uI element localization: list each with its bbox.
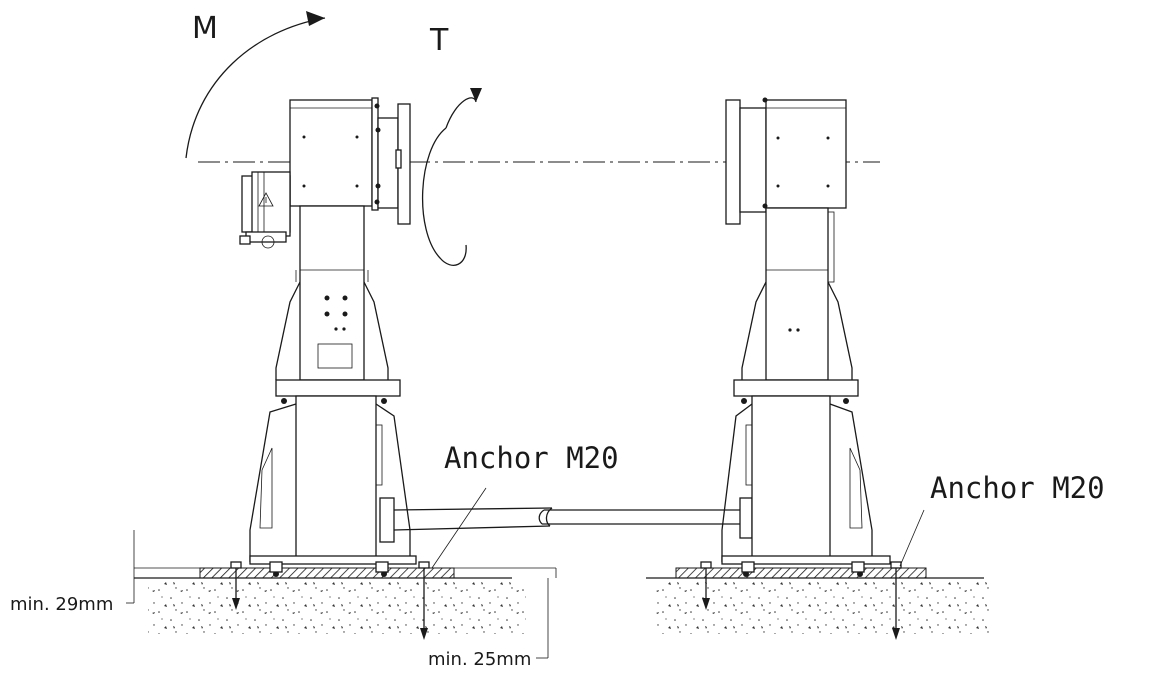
moment-label: M [192, 11, 218, 46]
moment-arc [185, 17, 326, 159]
torque-arrowhead [470, 88, 482, 102]
anchor-right-label: Anchor M20 [930, 471, 1105, 505]
torque-loop [421, 127, 467, 266]
headstock-unit [239, 97, 417, 577]
min-edge-distance-label: min. 25mm [428, 649, 531, 670]
min-embed-depth-label: min. 29mm [10, 594, 113, 615]
foundation-right [646, 561, 992, 640]
tailstock-unit [721, 97, 891, 577]
torque-label: T [429, 23, 449, 58]
connecting-beam [379, 497, 753, 543]
torque-top [445, 97, 477, 129]
foundation-left [134, 561, 557, 640]
warning-icon [258, 192, 274, 207]
anchor-left-label: Anchor M20 [444, 441, 619, 475]
anchor-left-leader [431, 487, 487, 569]
moment-arrowhead [306, 11, 325, 26]
anchor-right-leader [899, 509, 925, 567]
